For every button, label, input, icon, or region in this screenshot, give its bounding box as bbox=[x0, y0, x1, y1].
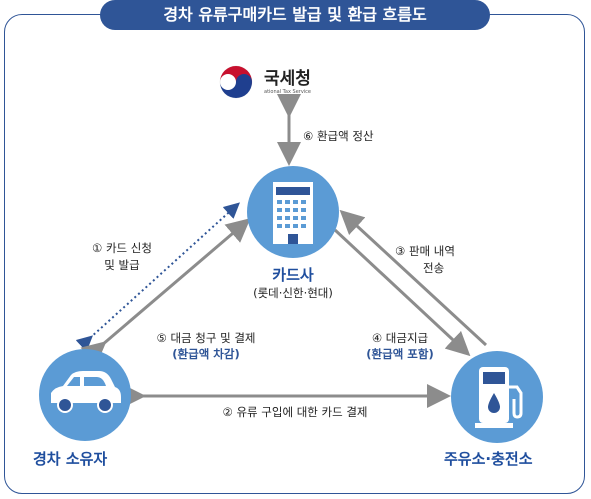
diagram-title: 경차 유류구매카드 발급 및 환급 흐름도 bbox=[100, 0, 490, 30]
step2-label: ② 유류 구입에 대한 카드 결제 bbox=[222, 405, 368, 419]
step4-line2: (환급액 포함) bbox=[366, 347, 434, 361]
step3-line1: ③ 판매 내역 bbox=[395, 244, 455, 258]
nts-logo bbox=[219, 65, 253, 99]
card-company-name: 카드사 bbox=[272, 266, 314, 284]
owner-name: 경차 소유자 bbox=[33, 450, 108, 468]
arrow-billing bbox=[80, 218, 251, 366]
nts-subtitle: ational Tax Service bbox=[264, 89, 312, 95]
step5-line1: ⑤ 대금 청구 및 결제 bbox=[156, 331, 256, 345]
building-icon bbox=[247, 166, 339, 258]
car-icon bbox=[39, 349, 131, 441]
step4-line1: ④ 대금지급 bbox=[371, 331, 429, 345]
card-company-sub: (롯데·신한·현대) bbox=[253, 286, 333, 300]
step3-line2: 전송 bbox=[423, 261, 445, 275]
arrow-sales-transmit bbox=[339, 209, 488, 347]
station-name: 주유소·충전소 bbox=[444, 450, 533, 468]
step6-label: ⑥ 환급액 정산 bbox=[303, 129, 374, 143]
step1-line1: ① 카드 신청 bbox=[92, 241, 152, 255]
nts-name: 국세청 bbox=[264, 69, 311, 89]
step5-line2: (환급액 차감) bbox=[172, 347, 240, 361]
fuel-pump-icon bbox=[451, 351, 543, 443]
arrow-payment bbox=[333, 228, 471, 357]
step1-line2: 및 발급 bbox=[104, 258, 140, 272]
